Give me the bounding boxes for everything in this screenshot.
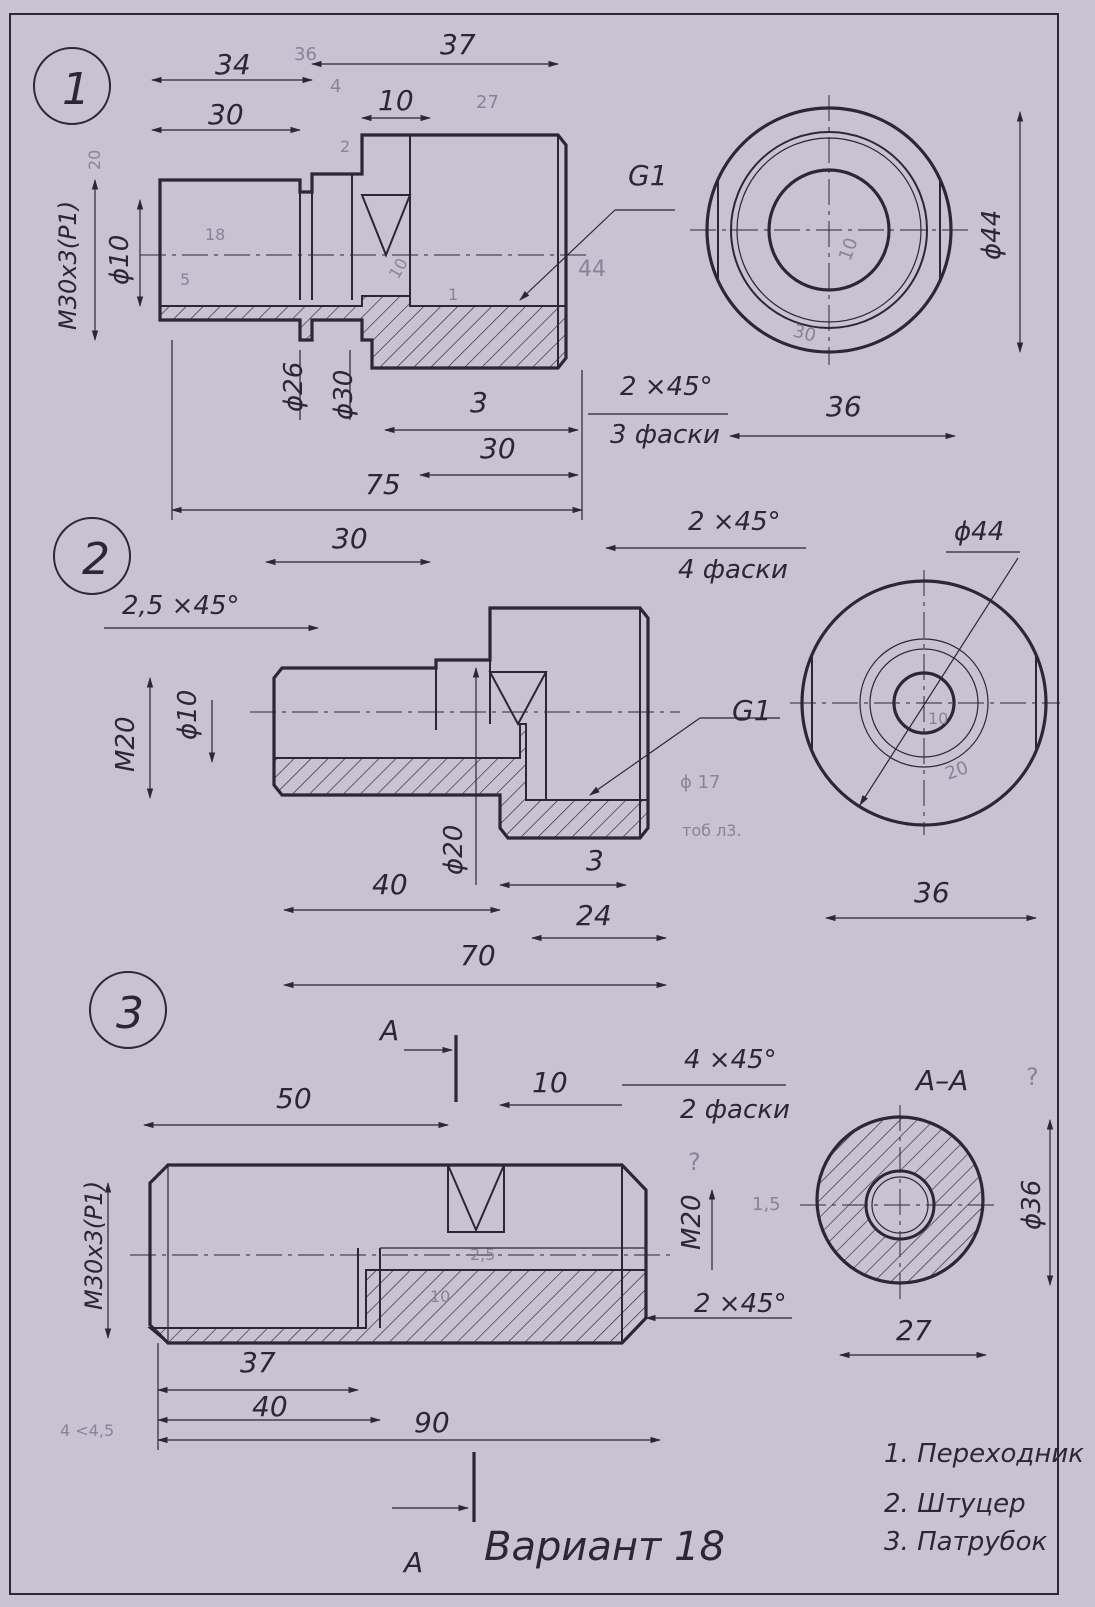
part-1: 1 (33, 28, 1024, 520)
part-2-pencil-note: ϕ 17 (680, 772, 721, 793)
variant-title: Вариант 18 (484, 1524, 725, 1570)
part-3-pencil-note: ? (688, 1148, 701, 1176)
part-3-pencil-note: 1,5 (752, 1194, 781, 1215)
part-3-dia36: ϕ36 (1017, 1180, 1047, 1230)
part-1-dim-10-top: 10 (378, 84, 414, 117)
part-1-pencil-note: 44 (578, 257, 606, 282)
part-1-dim-36: 36 (826, 390, 862, 423)
part-2-g1-leader (589, 717, 701, 796)
part-2-g1: G1 (732, 694, 772, 727)
part-1-dia30: ϕ30 (329, 370, 359, 420)
part-1-pencil-note: 20 (85, 150, 104, 170)
part-3-section-hatch (147, 1269, 647, 1344)
part-2-section-hatch (273, 723, 649, 839)
part-1-number-circle (33, 47, 111, 125)
part-1-chamfer-count: 3 фаски (610, 420, 720, 450)
part-2-chamfer-count: 4 фаски (678, 555, 788, 585)
part-3-pencil-note: 2,5 (470, 1245, 495, 1264)
part-1-dim-3: 3 (470, 386, 488, 419)
part-1-number: 1 (62, 64, 90, 115)
part-2-dim-24: 24 (576, 899, 612, 932)
part-1-dim-75: 75 (365, 468, 401, 501)
part-1-g1: G1 (628, 159, 668, 192)
part-1-dia44: ϕ44 (977, 210, 1007, 260)
part-3-pencil-note: ? (1026, 1063, 1039, 1091)
part-1-thread: M30x3(P1) (54, 201, 82, 330)
part-2-chamfer-small: 2,5 ×45° (122, 591, 239, 621)
part-1-pencil-note: 2 (340, 137, 350, 156)
part-2-dim-36: 36 (914, 876, 950, 909)
sheet-frame (9, 13, 1059, 1595)
part-1-pencil-note: 36 (294, 44, 317, 65)
part-2-dia10: ϕ10 (173, 690, 203, 740)
part-1-dim-30-top: 30 (208, 98, 244, 131)
part-1-pencil-note: 1 (448, 285, 458, 304)
part-3-dim-40: 40 (252, 1390, 288, 1423)
part-3: 3 A A 50 10 4 × (60, 971, 1054, 1579)
part-3-chamfer-small: 2 ×45° (694, 1289, 787, 1319)
part-1-pencil-note: 30 (791, 321, 819, 347)
part-2-end-ring (859, 638, 989, 768)
part-3-section-label-bottom: A (402, 1546, 423, 1579)
part-1-drill-cone (360, 194, 412, 258)
part-3-section-label: A–A (914, 1064, 968, 1097)
part-3-chamfer: 4 ×45° (684, 1045, 777, 1075)
part-1-chamfer: 2 ×45° (620, 372, 713, 402)
part-3-number-circle (89, 971, 167, 1049)
part-3-number: 3 (116, 988, 144, 1039)
part-1-dim-34: 34 (215, 48, 251, 81)
part-2-dia20: ϕ20 (439, 825, 469, 875)
part-1-dia26: ϕ26 (279, 362, 309, 412)
part-2-dim-3: 3 (586, 844, 604, 877)
part-3-dim-90: 90 (414, 1406, 450, 1439)
part-2-number-circle (53, 517, 131, 595)
part-1-g1-leader (519, 209, 616, 301)
part-2-pencil-note: тоб л3. (682, 821, 742, 840)
part-1-pencil-note: 5 (180, 270, 190, 289)
part-1-pencil-note: 10 (835, 235, 863, 264)
part-2-dia44: ϕ44 (954, 517, 1004, 547)
legend-item-1: 1. Переходник (884, 1439, 1084, 1469)
part-3-pencil-note: 4 <4,5 (60, 1421, 114, 1440)
part-2-chamfer: 2 ×45° (688, 507, 781, 537)
part-3-section-label-top: A (378, 1014, 399, 1047)
part-3-dim-50: 50 (276, 1082, 312, 1115)
part-3-m20: M20 (677, 1194, 707, 1250)
part-3-thread: M30x3(P1) (80, 1181, 108, 1310)
part-2: 2 30 2,5 ×45° 2 ×45° 4 фа (53, 507, 1060, 989)
part-1-dim-30-bot: 30 (480, 432, 516, 465)
part-1-pencil-note: 18 (205, 225, 225, 244)
part-1-dim-37: 37 (440, 28, 476, 61)
part-3-dim-27: 27 (896, 1314, 932, 1347)
part-3-dim-10: 10 (532, 1066, 568, 1099)
part-1-pencil-note: 10 (385, 255, 412, 282)
part-2-dim-40: 40 (372, 868, 408, 901)
part-1-section-hatch (159, 295, 567, 369)
part-2-dim-30: 30 (332, 522, 368, 555)
part-2-number: 2 (82, 534, 110, 585)
part-3-drill-cone (447, 1164, 505, 1233)
part-1-pencil-note: 27 (476, 92, 499, 113)
part-3-pencil-note: 10 (430, 1287, 450, 1306)
legend-item-3: 3. Патрубок (884, 1527, 1048, 1557)
part-2-drill-cone (488, 671, 548, 727)
part-1-dia10: ϕ10 (105, 235, 135, 285)
part-2-dim-70: 70 (460, 939, 496, 972)
part-2-dia44-leader (859, 557, 1019, 806)
part-1-pencil-note: 4 (330, 76, 341, 97)
part-2-pencil-note: 10 (928, 709, 948, 728)
part-2-m20: M20 (111, 716, 141, 772)
legend-item-2: 2. Штуцер (884, 1489, 1026, 1519)
part-3-dim-37: 37 (240, 1346, 276, 1379)
part-2-pencil-note: 20 (943, 757, 972, 785)
part-3-chamfer-count: 2 фаски (680, 1095, 790, 1125)
